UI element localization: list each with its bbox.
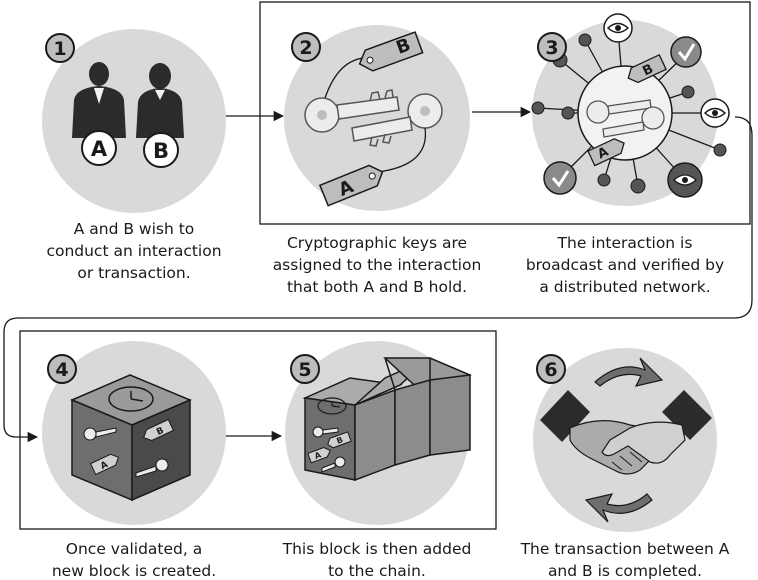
block-tag-b-icon: [143, 418, 175, 442]
handshake-icon: [540, 390, 712, 475]
block-cube-icon: [70, 374, 192, 502]
block-key-icon: [83, 427, 169, 478]
node-eye-top-icon: [603, 13, 633, 43]
step-2-number-badge: [291, 32, 321, 62]
step-6-number-badge: [536, 354, 566, 384]
key-upper-icon: [304, 89, 400, 133]
arrow-3-to-4: [3, 116, 753, 443]
network-tag-b-icon: [627, 53, 667, 84]
step-5-caption: This block is then added to the chain.: [282, 540, 472, 580]
step-4-caption: Once validated, a new block is created.: [51, 540, 217, 580]
step-1-number: 1: [53, 38, 66, 60]
node-check-top-right-icon: [670, 36, 702, 68]
tag-b-icon: [358, 31, 424, 72]
clock-icon: [108, 386, 154, 412]
node-eye-bottom-right-icon: [667, 162, 703, 198]
block-tag-b-label: B: [155, 426, 166, 438]
step-6-caption: The transaction between A and B is compl…: [520, 540, 730, 580]
chain-tag-a-label: A: [313, 450, 323, 461]
person-b-figure: [136, 63, 184, 138]
person-a-badge: [81, 130, 117, 166]
person-b-label: B: [153, 139, 169, 163]
step-1-caption: A and B wish to conduct an interaction o…: [46, 220, 222, 282]
chain-tag-b-icon: [327, 431, 352, 449]
step-6-number: 6: [544, 359, 557, 381]
network-keys-icon: [586, 99, 665, 138]
node-check-bottom-left-icon: [543, 161, 577, 195]
curved-arrow-top-icon: [594, 357, 664, 387]
step-5-number: 5: [298, 359, 311, 381]
chain-clock-icon: [317, 397, 347, 415]
step-2-number: 2: [299, 37, 312, 59]
person-a-label: A: [91, 137, 108, 161]
key-lower-icon: [351, 93, 443, 147]
tag-b-label: B: [393, 34, 413, 58]
step-1-circle: [42, 29, 226, 213]
chain-tag-a-icon: [307, 447, 331, 464]
block-tag-a-icon: [89, 453, 120, 476]
tag-a-icon: [318, 164, 384, 207]
step-number-badges: 1 2 3 4 5 6: [45, 32, 567, 384]
step-1-illustration: A B: [42, 29, 226, 213]
step-4-number: 4: [55, 359, 68, 381]
steps-4-5-frame: [19, 330, 497, 530]
step-5-illustration: B A: [285, 341, 472, 525]
chain-tag-b-label: B: [335, 435, 344, 446]
step-1-number-badge: [45, 33, 75, 63]
network-tag-a-icon: [587, 138, 625, 167]
step-4-illustration: B A: [42, 341, 226, 525]
node-eye-right-icon: [700, 98, 730, 128]
block-tag-a-label: A: [99, 460, 110, 472]
steps-2-3-frame: [259, 1, 751, 225]
network-small-nodes: [531, 33, 727, 194]
step-6-illustration: [533, 348, 717, 532]
step-2-illustration: B A: [284, 25, 470, 211]
person-b-badge: [143, 132, 179, 168]
step-2-caption: Cryptographic keys are assigned to the i…: [272, 234, 482, 296]
chain-keys-icon: [312, 426, 346, 473]
step-3-number: 3: [545, 37, 558, 59]
step-4-number-badge: [47, 354, 77, 384]
step-5-number-badge: [290, 354, 320, 384]
person-a-figure: [72, 62, 126, 138]
step-3-caption: The interaction is broadcast and verifie…: [525, 234, 725, 296]
step-3-number-badge: [537, 32, 567, 62]
step-2-circle: [284, 25, 470, 211]
step-3-illustration: B A: [531, 13, 730, 206]
curved-arrow-bottom-icon: [584, 493, 653, 523]
